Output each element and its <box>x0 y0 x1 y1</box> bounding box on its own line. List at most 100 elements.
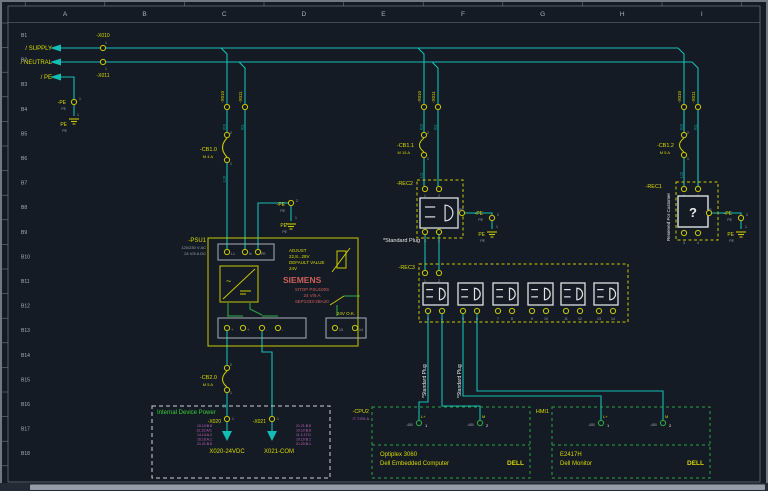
terminal[interactable] <box>421 269 429 277</box>
power-socket-icon[interactable] <box>593 282 619 306</box>
terminal[interactable] <box>459 307 467 315</box>
cpu2-box[interactable] <box>371 406 531 479</box>
power-socket-icon[interactable] <box>419 197 459 229</box>
h-scrollbar-thumb[interactable] <box>30 484 765 491</box>
psu1-converter-symbol[interactable] <box>219 265 259 303</box>
psu1-output-terminal-strip[interactable] <box>217 317 307 339</box>
terminal[interactable] <box>223 415 231 423</box>
terminal[interactable] <box>258 324 266 332</box>
wire[interactable] <box>711 212 742 215</box>
terminal[interactable] <box>435 269 443 277</box>
terminal[interactable] <box>609 307 617 315</box>
wire[interactable] <box>261 331 273 416</box>
power-socket-icon[interactable] <box>422 282 449 306</box>
psu1-ok-contact-strip[interactable] <box>325 317 367 339</box>
terminal[interactable] <box>488 214 496 222</box>
power-socket-icon[interactable] <box>527 282 554 306</box>
varistor-symbol[interactable] <box>336 250 347 269</box>
wire[interactable] <box>257 202 288 249</box>
terminal[interactable] <box>435 185 443 193</box>
connection-arrow-icon[interactable] <box>50 73 61 81</box>
rec3-box[interactable] <box>418 263 629 323</box>
terminal[interactable] <box>694 185 702 193</box>
terminal[interactable] <box>421 228 429 236</box>
terminal[interactable] <box>99 44 107 52</box>
terminal[interactable] <box>420 103 428 111</box>
psu1-input-terminal-strip[interactable] <box>217 243 275 261</box>
wire[interactable] <box>220 47 228 104</box>
terminal[interactable] <box>274 324 282 332</box>
internal-device-power-box[interactable] <box>151 405 331 479</box>
terminal[interactable] <box>424 307 432 315</box>
terminal[interactable] <box>434 103 442 111</box>
wire[interactable] <box>431 61 439 104</box>
terminal[interactable] <box>420 151 428 159</box>
terminal[interactable] <box>542 307 550 315</box>
terminal[interactable] <box>420 131 428 139</box>
terminal[interactable] <box>351 324 359 332</box>
terminal[interactable] <box>508 307 516 315</box>
terminal[interactable] <box>528 307 536 315</box>
wire[interactable] <box>441 314 481 420</box>
power-socket-icon[interactable] <box>457 282 484 306</box>
connection-arrow-icon[interactable] <box>50 44 61 52</box>
terminal[interactable] <box>576 307 584 315</box>
terminal[interactable] <box>680 185 688 193</box>
device-pin-terminal[interactable] <box>415 419 423 427</box>
terminal[interactable] <box>254 248 262 256</box>
terminal[interactable] <box>99 58 107 66</box>
connection-arrow-icon[interactable] <box>267 431 277 441</box>
device-pin-terminal[interactable] <box>659 419 667 427</box>
wire[interactable] <box>464 212 493 215</box>
terminal[interactable] <box>421 185 429 193</box>
connection-arrow-icon[interactable] <box>222 431 232 441</box>
wire[interactable] <box>417 47 425 104</box>
rec2-box[interactable] <box>416 179 464 239</box>
terminal[interactable] <box>694 103 702 111</box>
circuit-breaker-symbol[interactable] <box>678 137 685 153</box>
terminal[interactable] <box>737 214 745 222</box>
power-socket-icon[interactable] <box>492 282 519 306</box>
terminal[interactable] <box>223 364 231 372</box>
terminal[interactable] <box>241 103 249 111</box>
terminal[interactable] <box>494 307 502 315</box>
terminal[interactable] <box>595 307 603 315</box>
terminal[interactable] <box>331 324 339 332</box>
device-pin-terminal[interactable] <box>476 419 484 427</box>
terminal[interactable] <box>458 209 466 217</box>
dc-wire[interactable] <box>249 303 263 316</box>
circuit-breaker-symbol[interactable] <box>221 370 228 388</box>
psu1-box[interactable] <box>207 237 359 347</box>
hmi1-box[interactable] <box>551 406 711 479</box>
terminal[interactable] <box>680 131 688 139</box>
terminal[interactable] <box>223 386 231 394</box>
terminal[interactable] <box>680 151 688 159</box>
terminal[interactable] <box>435 228 443 236</box>
device-pin-terminal[interactable] <box>597 419 605 427</box>
wire[interactable] <box>238 61 246 104</box>
terminal[interactable] <box>223 248 231 256</box>
terminal[interactable] <box>223 103 231 111</box>
connection-arrow-icon[interactable] <box>50 58 61 66</box>
circuit-breaker-symbol[interactable] <box>418 137 425 153</box>
terminal[interactable] <box>241 248 249 256</box>
rec1-box[interactable] <box>675 181 719 241</box>
wire[interactable] <box>418 314 429 420</box>
wire[interactable] <box>462 314 602 420</box>
terminal[interactable] <box>268 415 276 423</box>
terminal[interactable] <box>70 98 78 106</box>
terminal[interactable] <box>438 307 446 315</box>
terminal[interactable] <box>223 324 231 332</box>
terminal[interactable] <box>562 307 570 315</box>
terminal[interactable] <box>223 156 231 164</box>
terminal[interactable] <box>239 324 247 332</box>
circuit-breaker-symbol[interactable] <box>221 137 228 158</box>
wire[interactable] <box>476 314 664 420</box>
terminal[interactable] <box>680 229 688 237</box>
terminal[interactable] <box>705 209 713 217</box>
wire[interactable] <box>61 76 75 99</box>
terminal[interactable] <box>223 131 231 139</box>
terminal[interactable] <box>680 103 688 111</box>
terminal[interactable] <box>694 229 702 237</box>
